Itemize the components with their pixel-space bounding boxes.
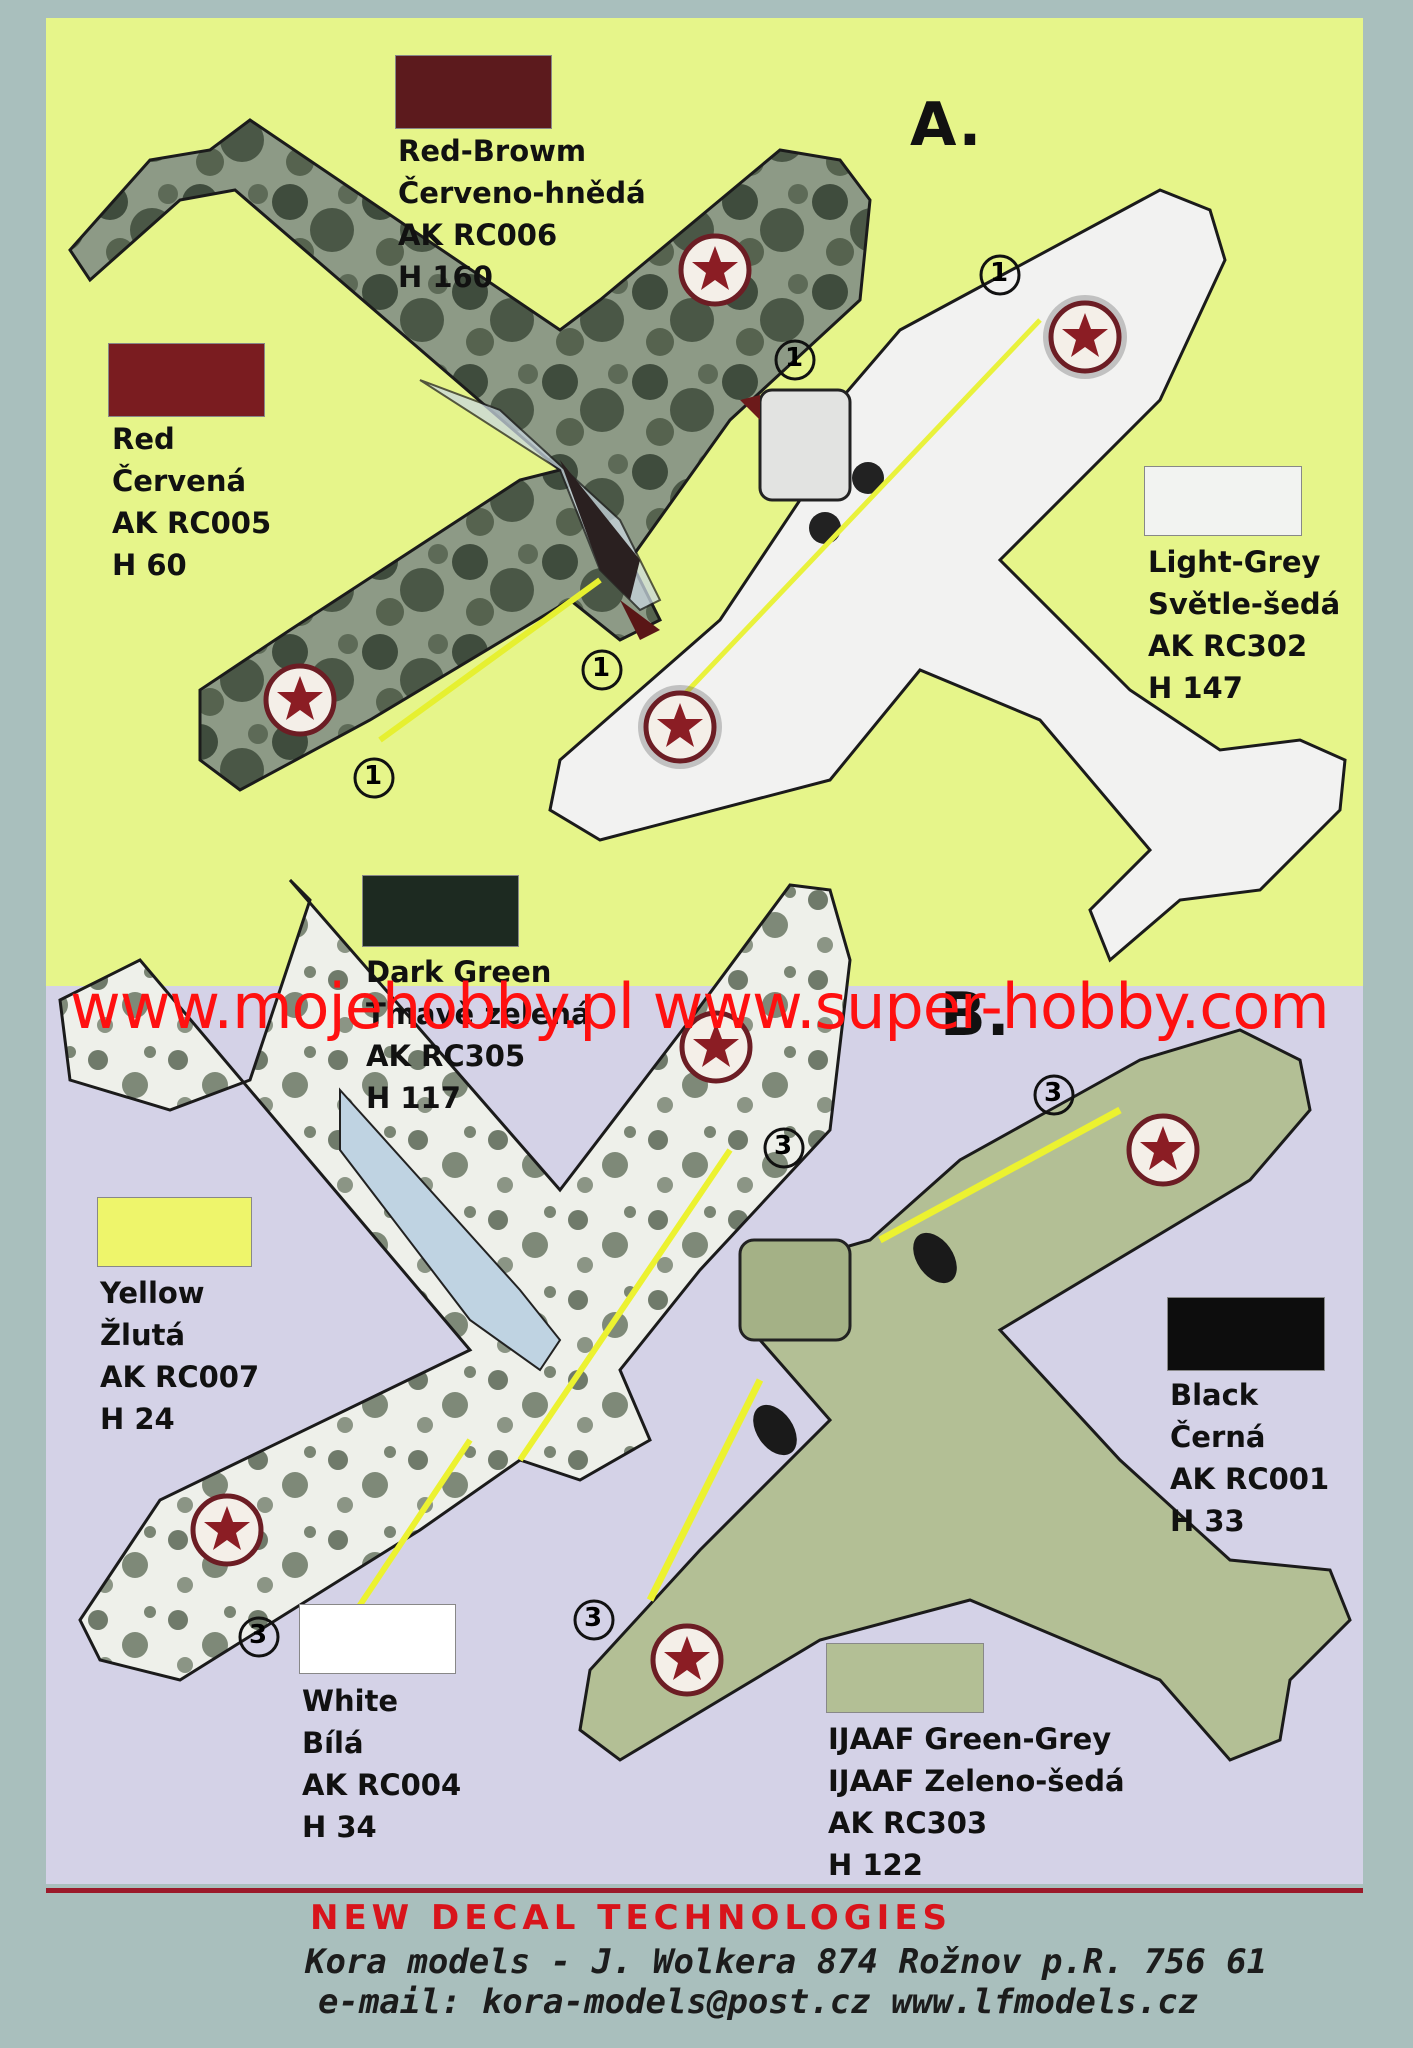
- aircraft-a-bottom-view: [548, 188, 1347, 963]
- callout-number: 1: [990, 258, 1009, 288]
- swatch-red-brown: [395, 55, 552, 129]
- footer-divider: [46, 1888, 1363, 1893]
- swatch-black: [1167, 1297, 1325, 1371]
- aircraft-b-bottom-view: [578, 1028, 1352, 1762]
- callout-number: 3: [774, 1131, 793, 1161]
- footer-contact: e-mail: kora-models@post.cz www.lfmodels…: [318, 1982, 1199, 2022]
- swatch-dark-green: [362, 875, 519, 947]
- footer-address: Kora models - J. Wolkera 874 Rožnov p.R.…: [305, 1942, 1268, 1982]
- section-a-label: A.: [910, 90, 983, 160]
- swatch-yellow: [97, 1197, 252, 1267]
- swatch-red: [108, 343, 265, 417]
- watermark-text: www.mojehobby.pl www.super-hobby.com: [70, 970, 1330, 1043]
- swatch-green-grey: [826, 1643, 984, 1713]
- footer-title: NEW DECAL TECHNOLOGIES: [310, 1898, 953, 1938]
- aircraft-a-top-view: [68, 118, 872, 792]
- callout-number: 1: [785, 343, 804, 373]
- swatch-light-grey: [1144, 466, 1302, 536]
- swatch-white: [299, 1604, 456, 1674]
- callout-number: 1: [364, 761, 383, 791]
- section-b-label: B.: [940, 980, 1011, 1050]
- callout-number: 3: [584, 1603, 603, 1633]
- aircraft-b-top-view: [58, 878, 852, 1682]
- callout-number: 3: [1044, 1078, 1063, 1108]
- callout-number: 1: [592, 653, 611, 683]
- callout-number: 3: [249, 1620, 268, 1650]
